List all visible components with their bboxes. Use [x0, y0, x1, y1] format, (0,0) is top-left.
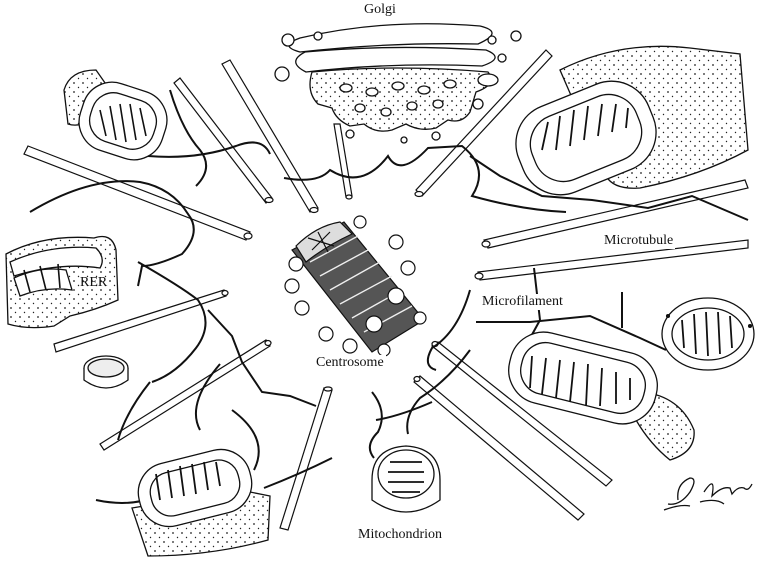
microtubule-label: Microtubule: [602, 233, 675, 249]
mitochondrion-bottom-left: [132, 443, 270, 556]
centrosome-label: Centrosome: [314, 355, 386, 371]
rer-label: RER: [78, 275, 109, 291]
mitochondrion-top-right: [504, 46, 748, 207]
vesicle-left: [84, 356, 128, 388]
mitochondrion-right: [662, 298, 754, 370]
signature: [664, 478, 752, 510]
golgi-label: Golgi: [362, 2, 398, 18]
mitochondrion-label: Mitochondrion: [356, 527, 444, 543]
microfilament-label: Microfilament: [480, 294, 565, 310]
mitochondrion-bottom-center: [372, 446, 440, 512]
mitochondrion-top-left: [64, 70, 175, 168]
centrosome: [285, 216, 426, 356]
